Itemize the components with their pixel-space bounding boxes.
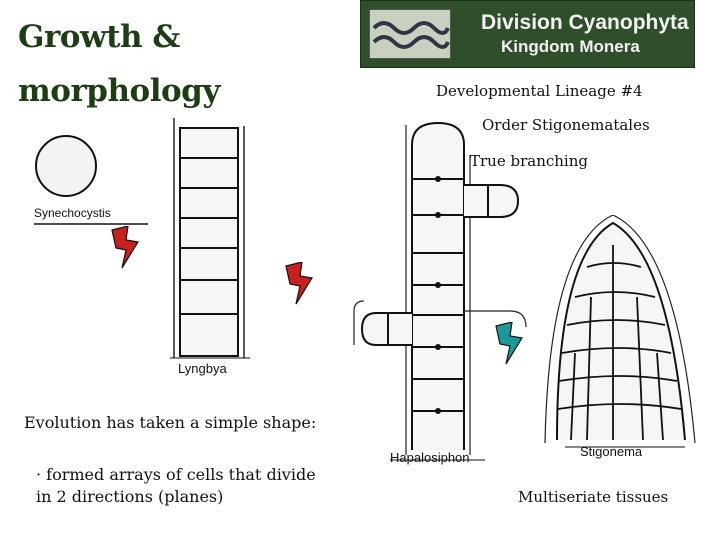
slide-title-line2: morphology [18, 73, 220, 109]
hapalosiphon-figure [353, 121, 527, 461]
banner-division: Division Cyanophyta [481, 11, 689, 34]
branching-label: True branching [470, 152, 588, 170]
order-label: Order Stigonematales [482, 116, 650, 134]
lightning-bolt-icon [495, 322, 523, 365]
banner-thumbnail [369, 9, 451, 59]
banner-kingdom: Kingdom Monera [501, 37, 640, 56]
lineage-label: Developmental Lineage #4 [436, 82, 643, 100]
slide-title-line1: Growth & [18, 19, 180, 55]
lyngbya-label: Lyngbya [178, 361, 227, 376]
lightning-bolt-icon [285, 262, 313, 305]
lyngbya-figure [170, 118, 250, 359]
stigonema-figure [544, 215, 696, 448]
bullet-text: · formed arrays of cells that divide in … [36, 465, 316, 507]
synechocystis-figure [34, 135, 148, 225]
lightning-bolt-icon [111, 226, 139, 269]
synechocystis-label: Synechocystis [34, 206, 111, 220]
synechocystis-cell [35, 135, 97, 197]
hapalosiphon-label: Hapalosiphon [390, 450, 470, 465]
filament-thumbnail-icon [372, 21, 450, 49]
stigonema-label: Stigonema [580, 444, 643, 459]
evolution-text: Evolution has taken a simple shape: [24, 413, 317, 432]
header-banner: Division Cyanophyta Kingdom Monera [360, 0, 695, 68]
multiseriate-label: Multiseriate tissues [518, 488, 669, 506]
